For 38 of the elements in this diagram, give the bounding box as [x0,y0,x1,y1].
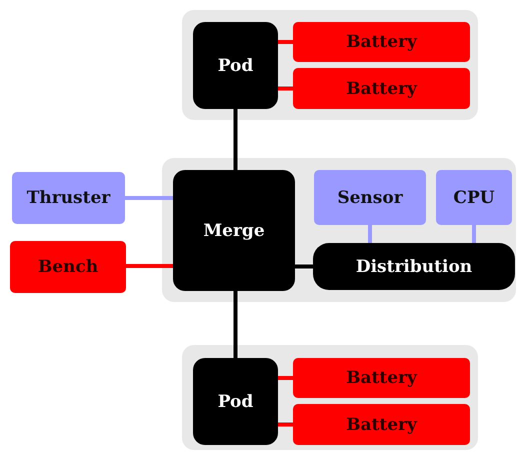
node-label: Battery [346,414,417,434]
node-label: Pod [218,56,254,76]
node-label: Battery [346,78,417,98]
connector-line [472,225,476,243]
module-box [313,243,515,290]
node-label: Distribution [356,256,472,276]
component-box [12,172,125,224]
node-label: Thruster [26,188,110,208]
group-panel [162,158,516,302]
group-panel [182,10,478,120]
node-label: CPU [453,188,495,208]
connector-line [234,291,238,358]
node-label: Sensor [337,188,403,208]
component-box [10,241,126,293]
component-box [293,358,470,398]
component-box [436,170,512,225]
node-label: Merge [203,220,265,240]
node-label: Bench [38,257,98,277]
module-box [193,358,278,445]
component-box [293,404,470,445]
component-box [314,170,426,225]
connector-line [278,86,293,90]
connector-line [125,196,173,200]
module-box [193,22,278,109]
connector-line [368,225,372,243]
node-label: Battery [346,32,417,52]
node-label: Pod [218,392,254,412]
connector-line [295,264,313,268]
component-box [293,68,470,109]
connector-line [278,376,293,380]
group-panel [182,345,478,450]
node-label: Battery [346,368,417,388]
connector-line [234,109,238,170]
connector-line [126,264,173,268]
connector-line [278,40,293,44]
connector-line [278,422,293,426]
module-box [173,170,295,291]
component-box [293,22,470,62]
